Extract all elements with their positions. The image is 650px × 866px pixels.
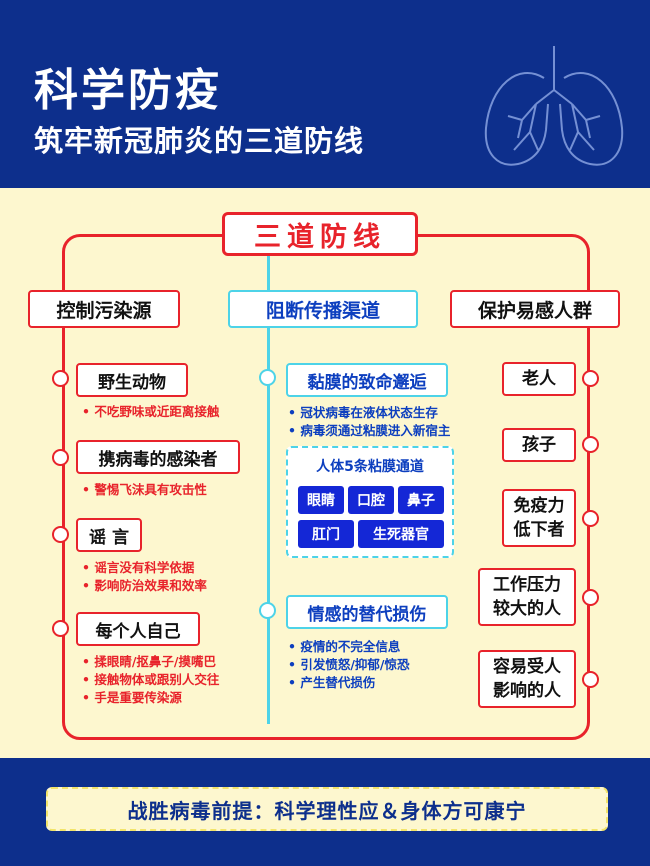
middle-bullets-2: • 疫情的不完全信息 • 引发愤怒/抑郁/惊恐 • 产生替代损伤: [288, 639, 410, 690]
heading-protect-susceptible: 保护易感人群: [450, 290, 620, 328]
right-dot-4: [582, 589, 599, 606]
mucosa-title: 人体5条粘膜通道: [316, 459, 424, 475]
left-bullets-3: • 谣言没有科学依据 • 影响防治效果和效率: [82, 560, 207, 593]
left-item-wildlife: 野生动物: [76, 363, 188, 397]
right-dot-2: [582, 436, 599, 453]
right-item-low-immunity: 免疫力 低下者: [502, 489, 576, 547]
chip-mouth: 口腔: [348, 486, 394, 514]
right-item-easily-influenced: 容易受人 影响的人: [478, 650, 576, 708]
middle-item-emotion: 情感的替代损伤: [286, 595, 448, 629]
left-item-rumor: 谣 言: [76, 518, 142, 552]
left-dot-3: [52, 526, 69, 543]
middle-item-mucosa: 黏膜的致命邂逅: [286, 363, 448, 397]
footer-slogan: 战胜病毒前提：科学理性应＆身体方可康宁: [46, 787, 608, 831]
heading-block-transmission: 阻断传播渠道: [228, 290, 418, 328]
page-subtitle: 筑牢新冠肺炎的三道防线: [34, 124, 365, 158]
chip-organs: 生死器官: [358, 520, 444, 548]
right-item-work-pressure: 工作压力 较大的人: [478, 568, 576, 626]
right-dot-3: [582, 510, 599, 527]
left-dot-4: [52, 620, 69, 637]
lungs-icon: [484, 46, 624, 166]
right-item-elderly: 老人: [502, 362, 576, 396]
chip-eyes: 眼睛: [298, 486, 344, 514]
chip-anus: 肛门: [298, 520, 354, 548]
chip-nose: 鼻子: [398, 486, 444, 514]
header-banner: [0, 0, 650, 188]
right-dot-5: [582, 671, 599, 688]
page-title: 科学防疫: [34, 65, 222, 116]
left-dot-1: [52, 370, 69, 387]
middle-dot-2: [259, 602, 276, 619]
heading-control-source: 控制污染源: [28, 290, 180, 328]
three-lines-title: 三道防线: [222, 212, 418, 256]
center-line: [267, 256, 270, 724]
mucosa-channels-box: 人体5条粘膜通道 眼睛 口腔 鼻子 肛门 生死器官: [286, 446, 454, 558]
left-dot-2: [52, 449, 69, 466]
left-bullets-4: • 揉眼睛/抠鼻子/摸嘴巴 • 接触物体或跟别人交往 • 手是重要传染源: [82, 654, 220, 705]
left-item-self: 每个人自己: [76, 612, 200, 646]
middle-bullets-1: • 冠状病毒在液体状态生存 • 病毒须通过粘膜进入新宿主: [288, 405, 451, 438]
left-bullets-1: • 不吃野味或近距离接触: [82, 404, 220, 419]
right-item-children: 孩子: [502, 428, 576, 462]
left-item-carrier: 携病毒的感染者: [76, 440, 240, 474]
right-dot-1: [582, 370, 599, 387]
middle-dot-1: [259, 369, 276, 386]
left-bullets-2: • 警惕飞沫具有攻击性: [82, 482, 207, 497]
